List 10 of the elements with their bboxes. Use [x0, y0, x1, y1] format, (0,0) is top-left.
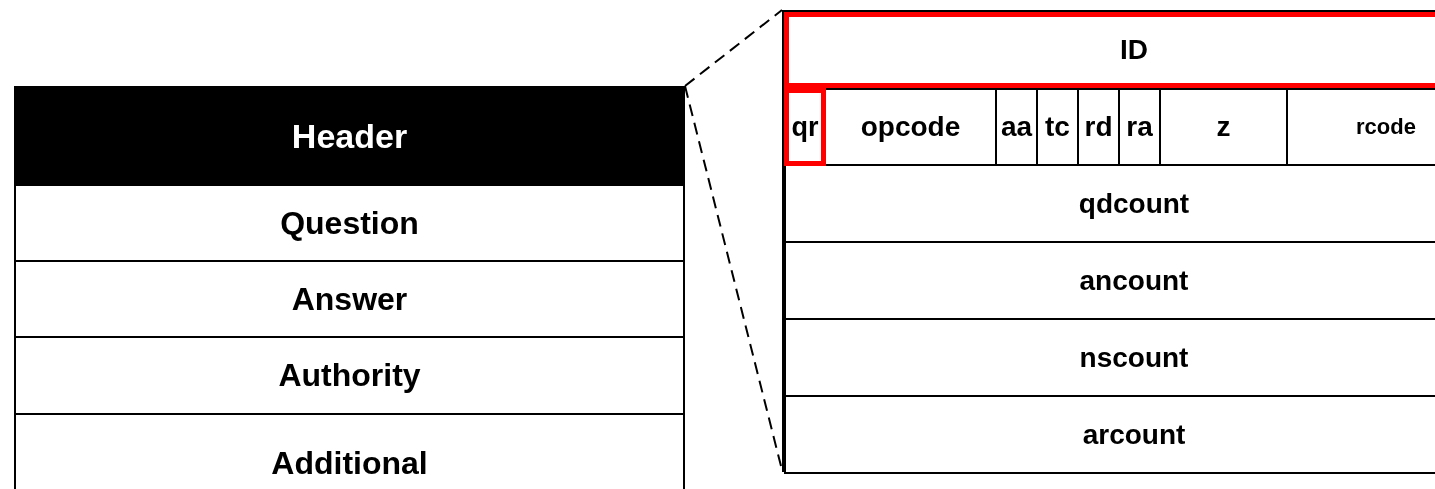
section-row: Authority	[14, 336, 685, 415]
section-row: Question	[14, 184, 685, 262]
section-row: Answer	[14, 260, 685, 338]
highlighted-field-cell: qr	[784, 88, 826, 166]
header-row: Header	[14, 86, 685, 186]
highlighted-field-cell: ID	[784, 12, 1435, 88]
section-row: Additional	[14, 413, 685, 489]
zoom-line	[684, 9, 783, 87]
field-cell: arcount	[784, 395, 1435, 474]
field-table	[782, 10, 1435, 472]
